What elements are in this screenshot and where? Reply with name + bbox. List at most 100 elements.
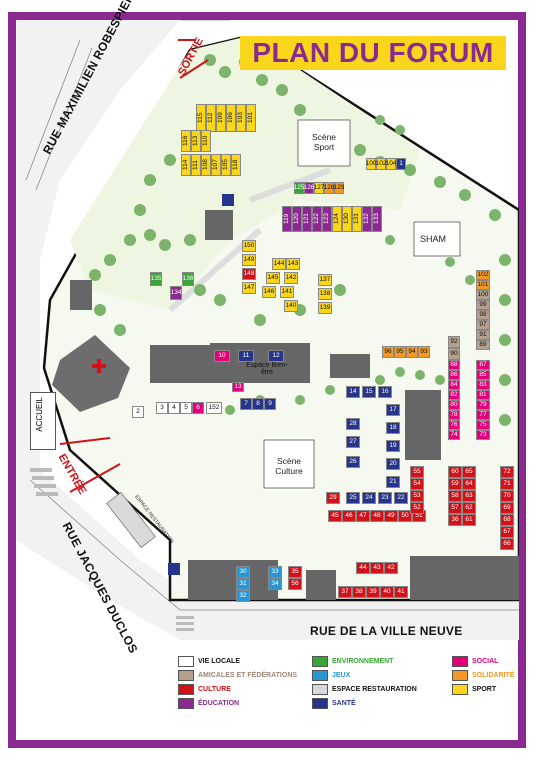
stand-101: 101 xyxy=(476,280,490,290)
stand-100: 100 xyxy=(476,290,490,300)
stand-87: 87 xyxy=(476,360,490,370)
stand-42: 42 xyxy=(384,562,398,574)
legend-item: VIE LOCALE xyxy=(178,656,240,667)
restroom-icon xyxy=(222,194,234,206)
stand-34: 34 xyxy=(268,578,282,590)
stand-53: 53 xyxy=(410,490,424,502)
stand-97: 97 xyxy=(476,320,490,330)
stand-64: 64 xyxy=(462,478,476,490)
stand-52: 52 xyxy=(410,502,424,514)
stand-39: 39 xyxy=(366,586,380,598)
stand-141: 141 xyxy=(280,286,294,298)
stand-80: 80 xyxy=(448,400,460,410)
legend-label: JEUX xyxy=(332,672,351,679)
stand-114: 114 xyxy=(181,154,191,176)
stand-119: 119 xyxy=(282,206,292,232)
stand-136: 136 xyxy=(182,272,194,286)
stand-70: 70 xyxy=(500,490,514,502)
stand-35: 35 xyxy=(288,566,302,578)
crosswalk xyxy=(30,468,194,631)
legend-swatch xyxy=(312,656,328,667)
bien-etre-label: Espace Bien-être xyxy=(246,362,288,376)
stand-111: 111 xyxy=(191,154,201,176)
stand-27: 27 xyxy=(346,436,360,448)
stand-152: 152 xyxy=(206,402,222,414)
stand-20: 20 xyxy=(386,458,400,470)
stand-113: 113 xyxy=(191,130,201,152)
stand-144: 144 xyxy=(272,258,286,270)
stand-46: 46 xyxy=(342,510,356,522)
stand-50: 50 xyxy=(398,510,412,522)
stand-82: 82 xyxy=(448,390,460,400)
legend-swatch xyxy=(312,698,328,709)
buildings xyxy=(70,210,519,600)
green-area xyxy=(70,38,420,310)
legend-item: JEUX xyxy=(312,670,350,681)
stand-78: 78 xyxy=(448,410,460,420)
site-plan xyxy=(16,20,519,640)
stand-112: 112 xyxy=(206,104,216,132)
stand-74: 74 xyxy=(448,430,460,440)
stand-55: 55 xyxy=(410,466,424,478)
stand-132: 132 xyxy=(362,206,372,232)
legend-label: CULTURE xyxy=(198,686,231,693)
stand-38: 38 xyxy=(352,586,366,598)
accueil-label: ACCUEIL xyxy=(35,397,44,432)
stand-146: 146 xyxy=(262,286,276,298)
stand-81: 81 xyxy=(476,390,490,400)
stand-99: 99 xyxy=(476,300,490,310)
stand-18: 18 xyxy=(386,422,400,434)
stand-67: 67 xyxy=(500,526,514,538)
stand-75: 75 xyxy=(476,420,490,430)
stand-86: 86 xyxy=(448,370,460,380)
page-title: PLAN DU FORUM xyxy=(240,36,506,70)
legend-item: SPORT xyxy=(452,684,496,695)
stand-5: 5 xyxy=(180,402,192,414)
scene-sport-label: Scène Sport xyxy=(311,132,337,152)
legend-item: SOLIDARITÉ xyxy=(452,670,514,681)
stand-91: 91 xyxy=(476,330,490,340)
stand-104: 104 xyxy=(386,158,396,170)
stand-3: 3 xyxy=(156,402,168,414)
stand-56: 56 xyxy=(288,578,302,590)
stand-150: 150 xyxy=(242,240,256,252)
stand-14: 14 xyxy=(346,386,360,398)
scene-culture-label: Scène Culture xyxy=(275,456,303,476)
stand-89: 89 xyxy=(476,340,490,350)
stand-110: 110 xyxy=(201,130,211,152)
legend-swatch xyxy=(312,670,328,681)
sham-label: SHAM xyxy=(420,234,447,244)
legend-label: ENVIRONNEMENT xyxy=(332,658,394,665)
stand-124: 124 xyxy=(332,206,342,232)
stand-96: 96 xyxy=(382,346,394,358)
stand-44: 44 xyxy=(356,562,370,574)
scene-sport-zone xyxy=(297,119,351,167)
stand-60: 60 xyxy=(448,466,462,478)
stand-58: 58 xyxy=(448,490,462,502)
legend-swatch xyxy=(452,670,468,681)
stand-22: 22 xyxy=(394,492,408,504)
stand-147: 147 xyxy=(242,282,256,294)
stand-71: 71 xyxy=(500,478,514,490)
legend-swatch xyxy=(452,656,468,667)
stand-1: 1 xyxy=(396,158,406,170)
stand-24: 24 xyxy=(362,492,376,504)
stand-142: 142 xyxy=(284,272,298,284)
legend-label: VIE LOCALE xyxy=(198,658,241,665)
stand-30: 30 xyxy=(236,566,250,578)
stand-122: 122 xyxy=(312,206,322,232)
legend-swatch xyxy=(178,698,194,709)
stand-120: 120 xyxy=(292,206,302,232)
stand-130: 130 xyxy=(342,206,352,232)
stand-102: 102 xyxy=(476,270,490,280)
legend-item: CULTURE xyxy=(178,684,231,695)
stand-19: 19 xyxy=(386,440,400,452)
stand-9: 9 xyxy=(264,398,276,410)
stand-47: 47 xyxy=(356,510,370,522)
stand-73: 73 xyxy=(476,430,490,440)
stand-145: 145 xyxy=(266,272,280,284)
stand-54: 54 xyxy=(410,478,424,490)
stand-123: 123 xyxy=(322,206,332,232)
legend-item: ENVIRONNEMENT xyxy=(312,656,393,667)
stand-13: 13 xyxy=(232,382,244,392)
